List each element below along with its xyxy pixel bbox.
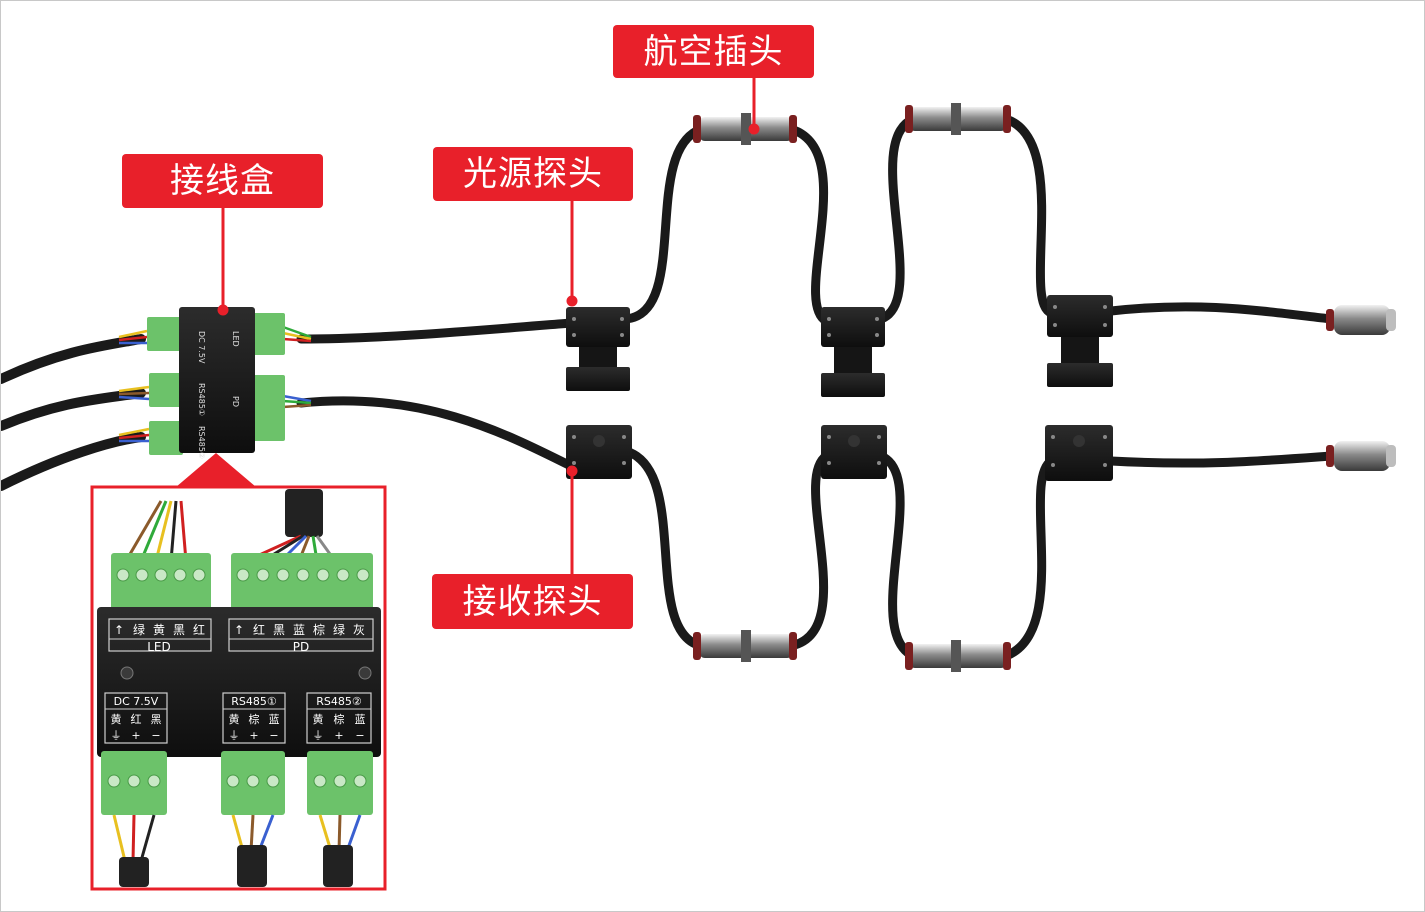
small-box-pd-label: PD [231,396,240,407]
callout-junction-box: 接线盒 [122,154,323,208]
rs485-1-group-label: RS485① [231,695,277,708]
led-pin-3: 黑 [173,623,185,637]
rs1-pin-1: 棕 [249,712,260,726]
receiver-probe-1 [566,425,632,479]
receiver-probe-2 [821,425,887,479]
rs2-mark-1: + [334,729,343,742]
rs2-mark-0: ⏚ [313,729,324,742]
rs2-pin-0: 黄 [313,712,324,726]
dc-group-label: DC 7.5V [114,695,159,708]
aviation-plugs [693,103,1396,672]
small-box-dc-label: DC 7.5V [197,331,206,364]
callout-light-source-probe: 光源探头 [433,147,633,201]
led-pin-2: 黄 [153,623,165,637]
rs2-pin-2: 蓝 [355,713,366,726]
led-group-label: LED [147,640,171,654]
rs1-mark-1: + [249,729,258,742]
rs1-pin-0: 黄 [229,712,240,726]
dc-mark-1: + [131,729,140,742]
pd-group-label: PD [293,640,309,654]
rs485-2-group-label: RS485② [316,695,362,708]
small-box-led-label: LED [231,331,240,347]
plug-bottom-1 [693,630,797,662]
dc-pin-1: 红 [131,713,142,726]
dc-pin-0: 黄 [111,712,122,726]
dc-mark-2: − [151,729,160,742]
small-box-rs485-2-label: RS485② [197,426,206,459]
pd-pin-2: 黑 [273,623,285,637]
probes [566,295,1113,481]
light-probe-2 [821,307,885,397]
pd-pin-3: 蓝 [293,623,305,637]
rs1-mark-0: ⏚ [229,729,240,742]
led-pin-4: 红 [193,622,205,637]
plug-tail-top [1326,305,1396,335]
dc-mark-0: ⏚ [111,729,122,742]
light-probe-1 [566,307,630,391]
callout-receiver-probe: 接收探头 [432,574,633,629]
rs2-mark-2: − [355,729,364,742]
plug-top-2 [905,103,1011,135]
callout-aviation-plug: 航空插头 [613,25,814,78]
led-pin-0: ↑ [114,623,124,637]
leader-lines [176,77,760,575]
pd-pin-4: 棕 [313,622,325,637]
receiver-probe-3 [1045,425,1113,481]
light-probe-3 [1047,295,1113,387]
small-box-rs485-1-label: RS485① [197,383,206,416]
inset-zoom: ↑ 绿 黄 黑 红 LED ↑ 红 黑 蓝 棕 绿 灰 PD DC [90,485,387,891]
rs1-mark-2: − [269,729,278,742]
pd-pin-5: 绿 [333,622,345,637]
junction-box-small: DC 7.5V LED RS485① PD RS485② [118,307,312,459]
dc-pin-2: 黑 [151,713,162,726]
plug-top-1 [693,113,797,145]
plug-tail-bottom [1326,441,1396,471]
led-pin-1: 绿 [133,622,145,637]
plug-bottom-2 [905,640,1011,672]
rs2-pin-1: 棕 [334,712,345,726]
pd-pin-6: 灰 [353,623,365,637]
pd-pin-0: ↑ [234,623,244,637]
pd-pin-1: 红 [253,622,265,637]
cables [1,114,1336,661]
rs1-pin-2: 蓝 [269,713,280,726]
